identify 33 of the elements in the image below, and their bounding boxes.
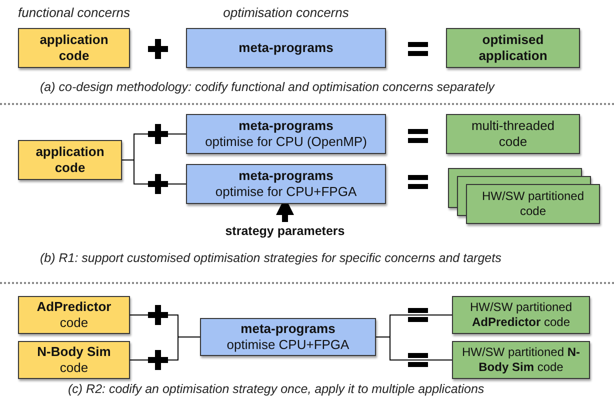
concern-label: functional concerns <box>18 5 130 21</box>
box-heading: N-Body Sim <box>37 344 111 360</box>
box-text: meta-programs <box>238 40 334 56</box>
box-subtext: optimise CPU+FPGA <box>226 337 350 353</box>
caption: (a) co-design methodology: codify functional and optimisation concerns separately <box>40 80 494 94</box>
caption: (b) R1: support customised optimisation strategies for specific concerns and targets <box>40 251 502 265</box>
result-box: HW/SW partitioned AdPredictor code <box>452 296 590 334</box>
result-box: multi-threaded code <box>446 114 580 154</box>
code-box <box>18 296 130 334</box>
code-box: application code <box>18 140 122 180</box>
box-subtext: optimise for CPU (OpenMP) <box>205 134 367 150</box>
stacked-cards-drawing <box>448 168 600 224</box>
box-heading: meta-programs <box>240 321 336 337</box>
box-heading: meta-programs <box>238 168 334 184</box>
meta-program-box <box>200 318 376 356</box>
result-box: HW/SW partitioned N-Body Sim code <box>452 341 590 379</box>
box-subtext: optimise for CPU+FPGA <box>215 184 357 200</box>
connector-line <box>130 336 200 360</box>
caption: (c) R2: codify an optimisation strategy once, apply it to multiple applications <box>68 382 484 396</box>
box-subtext: code <box>60 360 88 376</box>
box-subtext: code <box>60 315 88 331</box>
code-box <box>18 341 130 379</box>
connector-line <box>376 336 452 360</box>
meta-program-box <box>186 164 386 204</box>
meta-program-box <box>186 114 386 154</box>
concern-label: optimisation concerns <box>223 5 349 21</box>
box-heading: meta-programs <box>238 118 334 134</box>
connector-line <box>122 160 186 184</box>
box-text: application code <box>38 32 110 64</box>
box-text: HW/SW partitioned code <box>480 189 586 219</box>
strategy-label: strategy parameters <box>220 222 350 240</box>
box-heading: AdPredictor <box>36 299 112 315</box>
result-box: optimised application <box>446 28 580 68</box>
